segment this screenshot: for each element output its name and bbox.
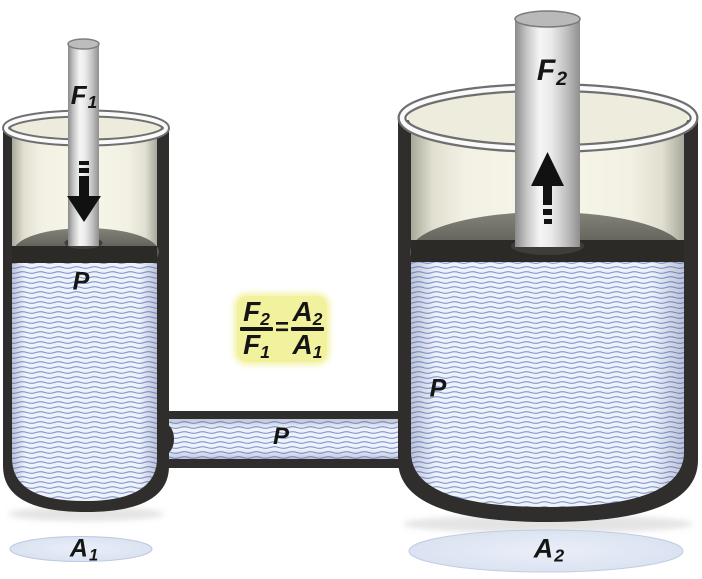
small-piston-band [12, 246, 157, 263]
area-ellipse-large [408, 529, 684, 573]
large-cylinder-shadow [403, 515, 693, 533]
large-cylinder-liquid-shading [411, 262, 684, 507]
pascal-formula-box: F2 F1 = A2 A1 [237, 296, 327, 362]
area-ellipse-small [9, 536, 153, 562]
force-label-large: F2 [536, 54, 568, 90]
pressure-label-large: P [429, 374, 447, 403]
formula-lhs-fraction: F2 F1 [239, 296, 273, 362]
tube-liquid-shading [160, 419, 412, 459]
formula-lhs-denominator: F1 [243, 329, 270, 362]
force-label-small: F1 [70, 80, 98, 113]
equals-sign: = [274, 314, 289, 341]
large-cylinder [397, 10, 699, 522]
formula-rhs-denominator: A1 [292, 329, 323, 362]
small-cylinder [2, 38, 170, 512]
formula-rhs-numerator: A2 [292, 296, 323, 330]
formula-rhs-fraction: A2 A1 [291, 296, 324, 362]
pressure-label-small: P [72, 267, 90, 296]
small-rod-top [67, 38, 100, 50]
fraction-bar [291, 327, 324, 331]
small-cylinder-shadow [8, 507, 164, 521]
ground-shadows [8, 507, 693, 533]
fraction-bar [239, 327, 273, 331]
pressure-label-tube: P [272, 423, 290, 450]
formula-lhs-numerator: F2 [243, 296, 270, 330]
area-label-small: A1 [69, 534, 99, 565]
area-ellipses [9, 529, 684, 573]
up-arrow-icon [531, 152, 564, 224]
large-rod-top [514, 10, 581, 28]
area-label-large: A2 [533, 533, 565, 566]
small-cylinder-liquid-shading [12, 263, 157, 501]
down-arrow-icon [67, 161, 101, 222]
